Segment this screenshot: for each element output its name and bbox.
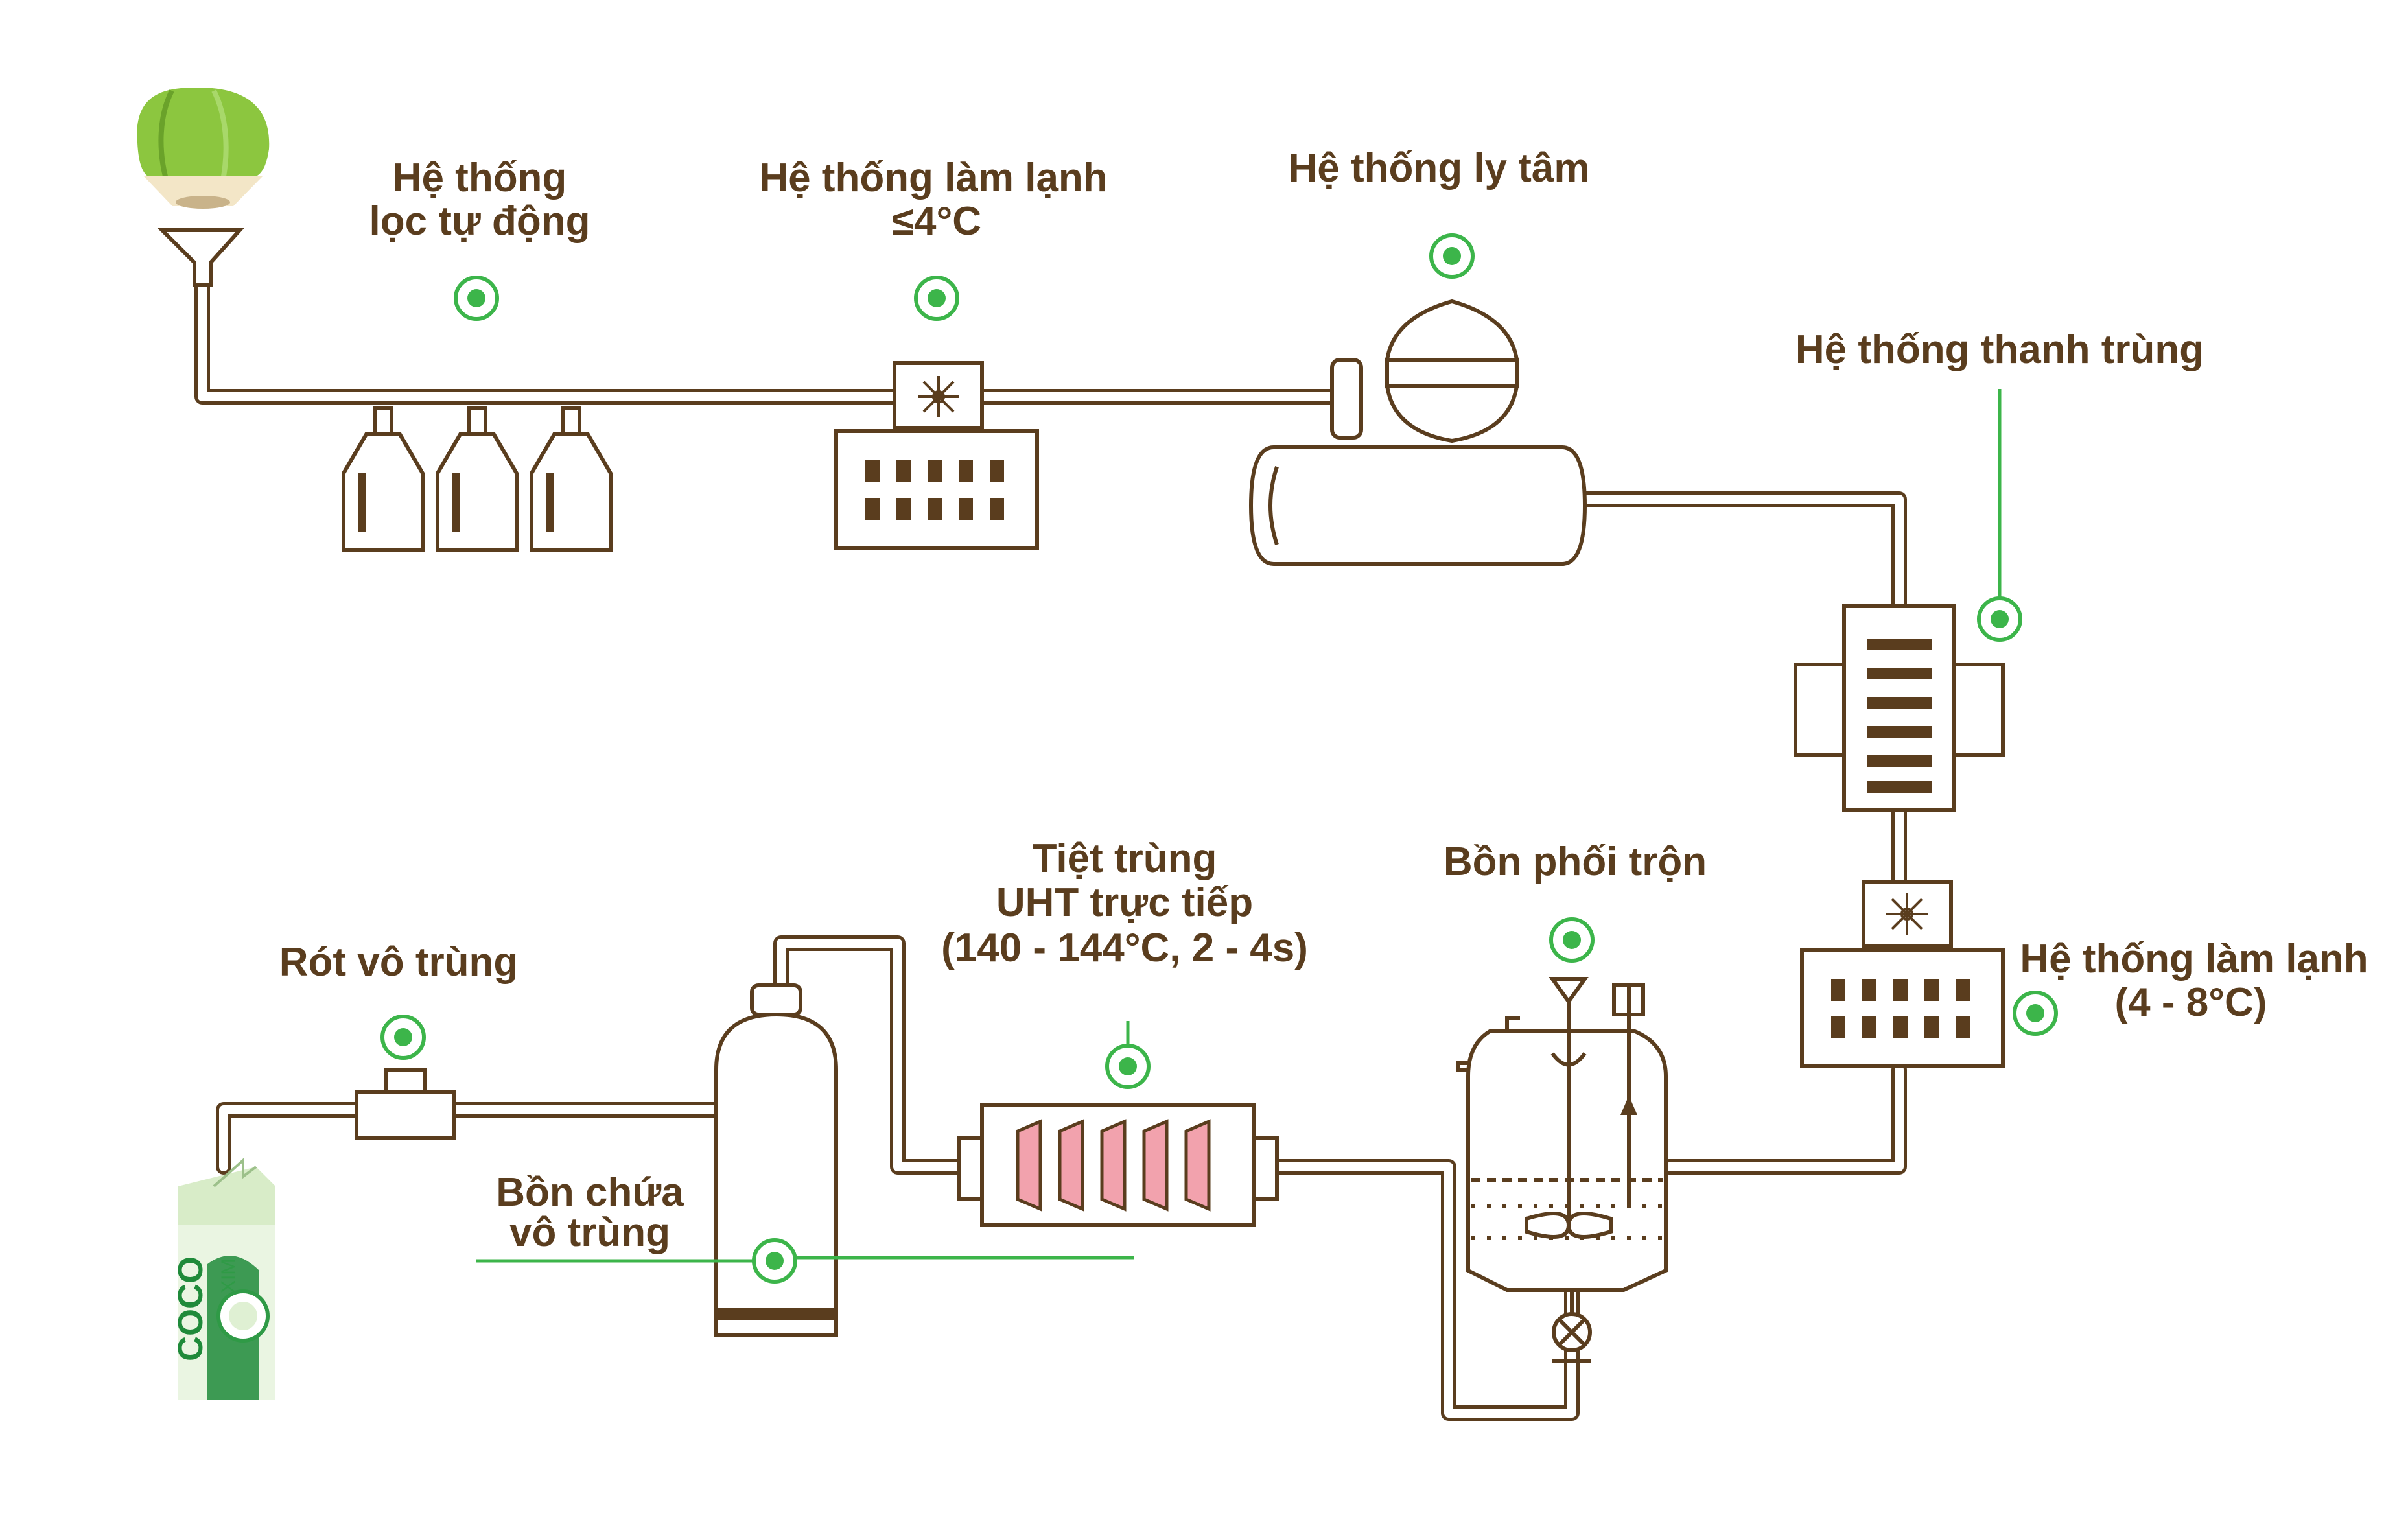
snowflake-icon bbox=[918, 376, 959, 417]
carton-brand: COCO bbox=[171, 1256, 210, 1361]
cooling-unit-2 bbox=[1800, 880, 2005, 1068]
label-centrifuge: Hệ thống ly tâm bbox=[1288, 146, 1589, 191]
label-cooling-2-line1: Hệ thống làm lạnh bbox=[2020, 937, 2368, 981]
label-uht-line1: Tiệt trùng bbox=[1033, 836, 1217, 881]
label-cooling-1-line2: ≤4°C bbox=[892, 199, 981, 244]
label-auto-filter-line1: Hệ thống bbox=[393, 156, 567, 200]
marker-aseptic-tank[interactable] bbox=[476, 1238, 797, 1284]
marker-aseptic-fill[interactable] bbox=[380, 1015, 426, 1060]
marker-cooling-2[interactable] bbox=[2013, 991, 2058, 1036]
coconut-icon bbox=[137, 88, 270, 209]
label-aseptic-tank-line1: Bồn chứa bbox=[496, 1170, 684, 1215]
marker-pasteurize[interactable] bbox=[1977, 596, 2022, 642]
carton-pack-icon: COCO XIM bbox=[171, 1157, 275, 1400]
label-uht-line3: (140 - 144°C, 2 - 4s) bbox=[941, 926, 1308, 970]
label-pasteurize: Hệ thống thanh trùng bbox=[1795, 327, 2204, 372]
aseptic-storage-tank bbox=[714, 983, 838, 1337]
label-uht-line2: UHT trực tiếp bbox=[996, 880, 1253, 925]
marker-mixing-tank[interactable] bbox=[1549, 917, 1595, 963]
marker-centrifuge[interactable] bbox=[1429, 233, 1475, 279]
carton-sub-brand: XIM bbox=[218, 1259, 239, 1293]
label-mixing-tank: Bồn phối trộn bbox=[1444, 839, 1707, 884]
label-auto-filter-line2: lọc tự động bbox=[369, 199, 590, 244]
label-cooling-2-line2: (4 - 8°C) bbox=[2115, 980, 2267, 1025]
funnel bbox=[157, 228, 244, 287]
auto-filter-tanks bbox=[342, 406, 613, 552]
marker-cooling-1[interactable] bbox=[914, 276, 959, 321]
mixing-tank bbox=[1456, 977, 1668, 1363]
label-cooling-1-line1: Hệ thống làm lạnh bbox=[759, 156, 1107, 200]
centrifuge bbox=[1248, 299, 1587, 566]
label-aseptic-tank-line2: vô trùng bbox=[509, 1210, 670, 1255]
pipeline bbox=[194, 258, 1907, 1421]
marker-uht[interactable] bbox=[1105, 1044, 1151, 1089]
pasteurizer bbox=[1794, 604, 2005, 812]
label-aseptic-fill: Rót vô trùng bbox=[279, 940, 519, 985]
marker-auto-filter[interactable] bbox=[454, 276, 499, 321]
aseptic-filler bbox=[355, 1068, 456, 1140]
uht-sterilizer bbox=[957, 1103, 1279, 1227]
cooling-unit-1 bbox=[834, 361, 1039, 550]
snowflake-icon bbox=[1886, 893, 1928, 935]
